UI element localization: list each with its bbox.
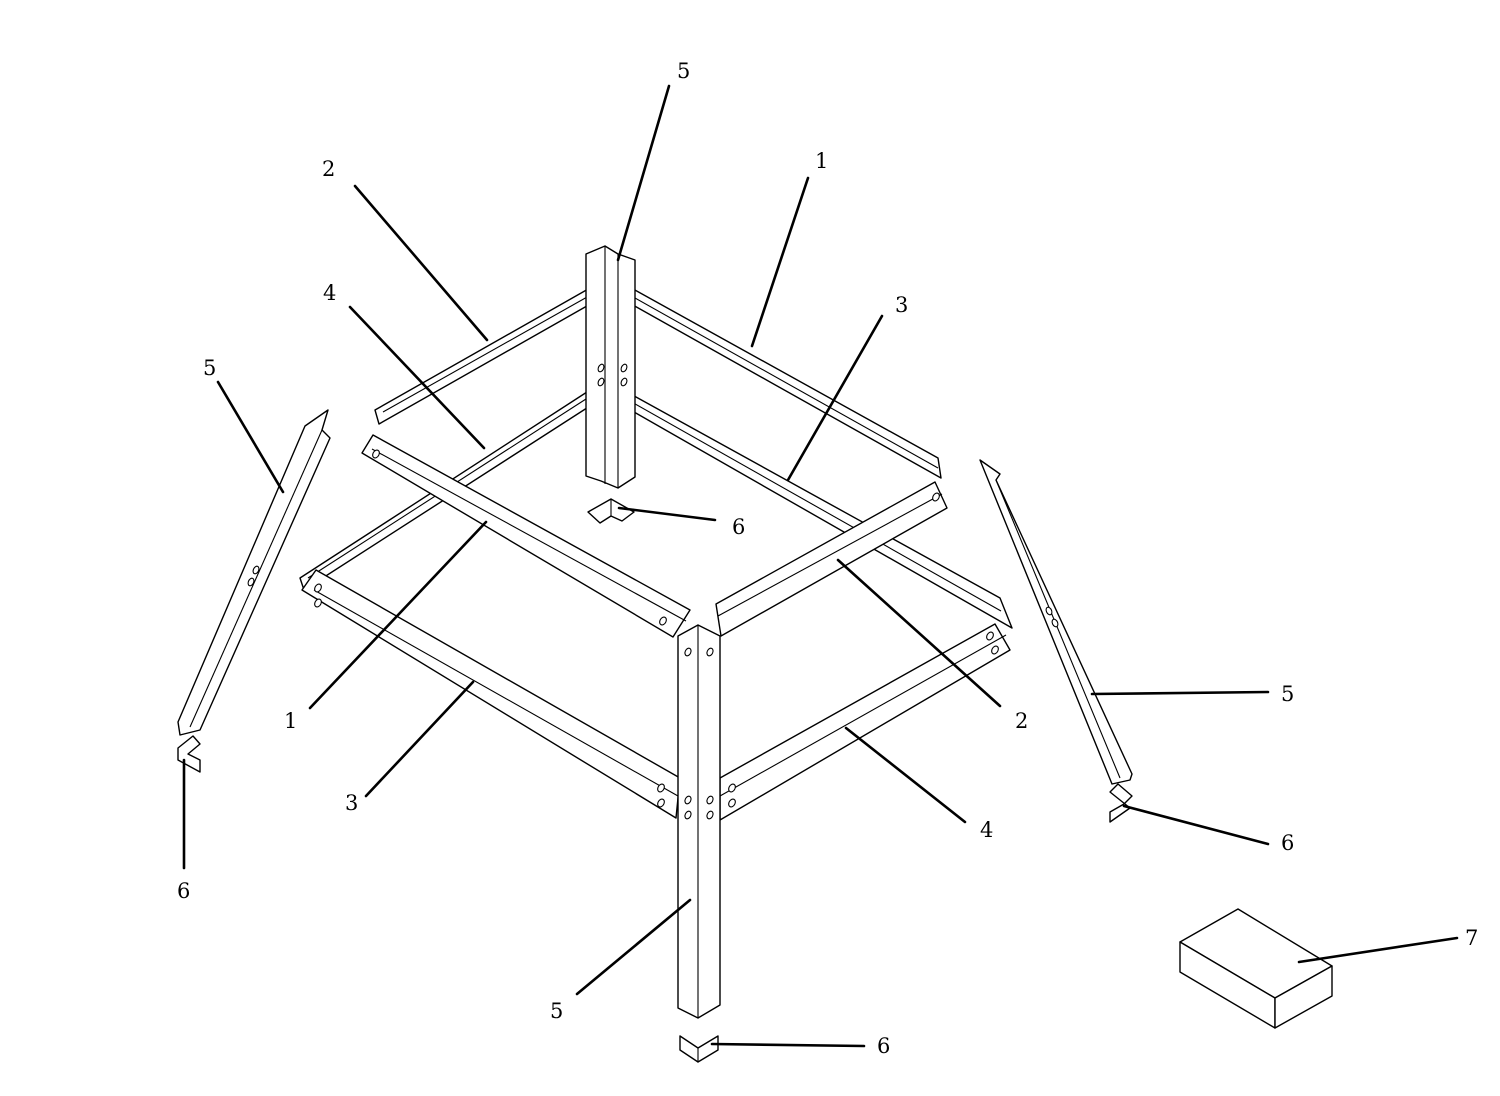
foot-pad-part-6-center — [587, 498, 635, 524]
rail-part-4-front-lower — [719, 623, 1011, 821]
callout-1-top: 1 — [815, 149, 828, 173]
callout-3-top: 3 — [895, 293, 908, 317]
callout-3-bottom: 3 — [345, 791, 358, 815]
callout-2-top: 2 — [322, 157, 335, 181]
callout-7: 7 — [1465, 926, 1478, 950]
foot-pad-part-6-right — [1109, 783, 1133, 823]
callout-6-bottom: 6 — [877, 1034, 890, 1058]
callout-2-right: 2 — [1015, 709, 1028, 733]
callout-labels: 5 2 1 4 3 5 6 1 2 5 3 4 6 6 7 5 6 — [177, 59, 1478, 1058]
post-part-5-right — [979, 459, 1133, 785]
callout-5-left: 5 — [203, 356, 216, 380]
callout-6-left: 6 — [177, 879, 190, 903]
rail-part-3-front-lower — [301, 569, 681, 819]
rail-part-1-back-upper — [623, 283, 942, 479]
post-part-5-front — [677, 624, 721, 1019]
callout-5-top: 5 — [677, 59, 690, 83]
post-part-5-left — [177, 409, 331, 736]
box-part-7 — [1179, 908, 1333, 1029]
post-part-5-back — [585, 245, 636, 489]
leader-lines — [182, 84, 1459, 1048]
callout-6-center: 6 — [732, 515, 745, 539]
rail-part-1-front-upper — [361, 434, 691, 638]
foot-pad-part-6-left — [177, 735, 201, 773]
callout-6-right: 6 — [1281, 831, 1294, 855]
callout-4-bottom: 4 — [980, 818, 993, 842]
callout-5-bottom: 5 — [550, 999, 563, 1023]
rail-part-2-back-upper — [374, 283, 602, 425]
callout-5-right: 5 — [1281, 682, 1294, 706]
callout-4-top: 4 — [323, 281, 336, 305]
rail-part-2-front-upper — [715, 481, 948, 637]
callout-1-left: 1 — [284, 709, 297, 733]
foot-pad-part-6-bottom — [679, 1035, 719, 1063]
